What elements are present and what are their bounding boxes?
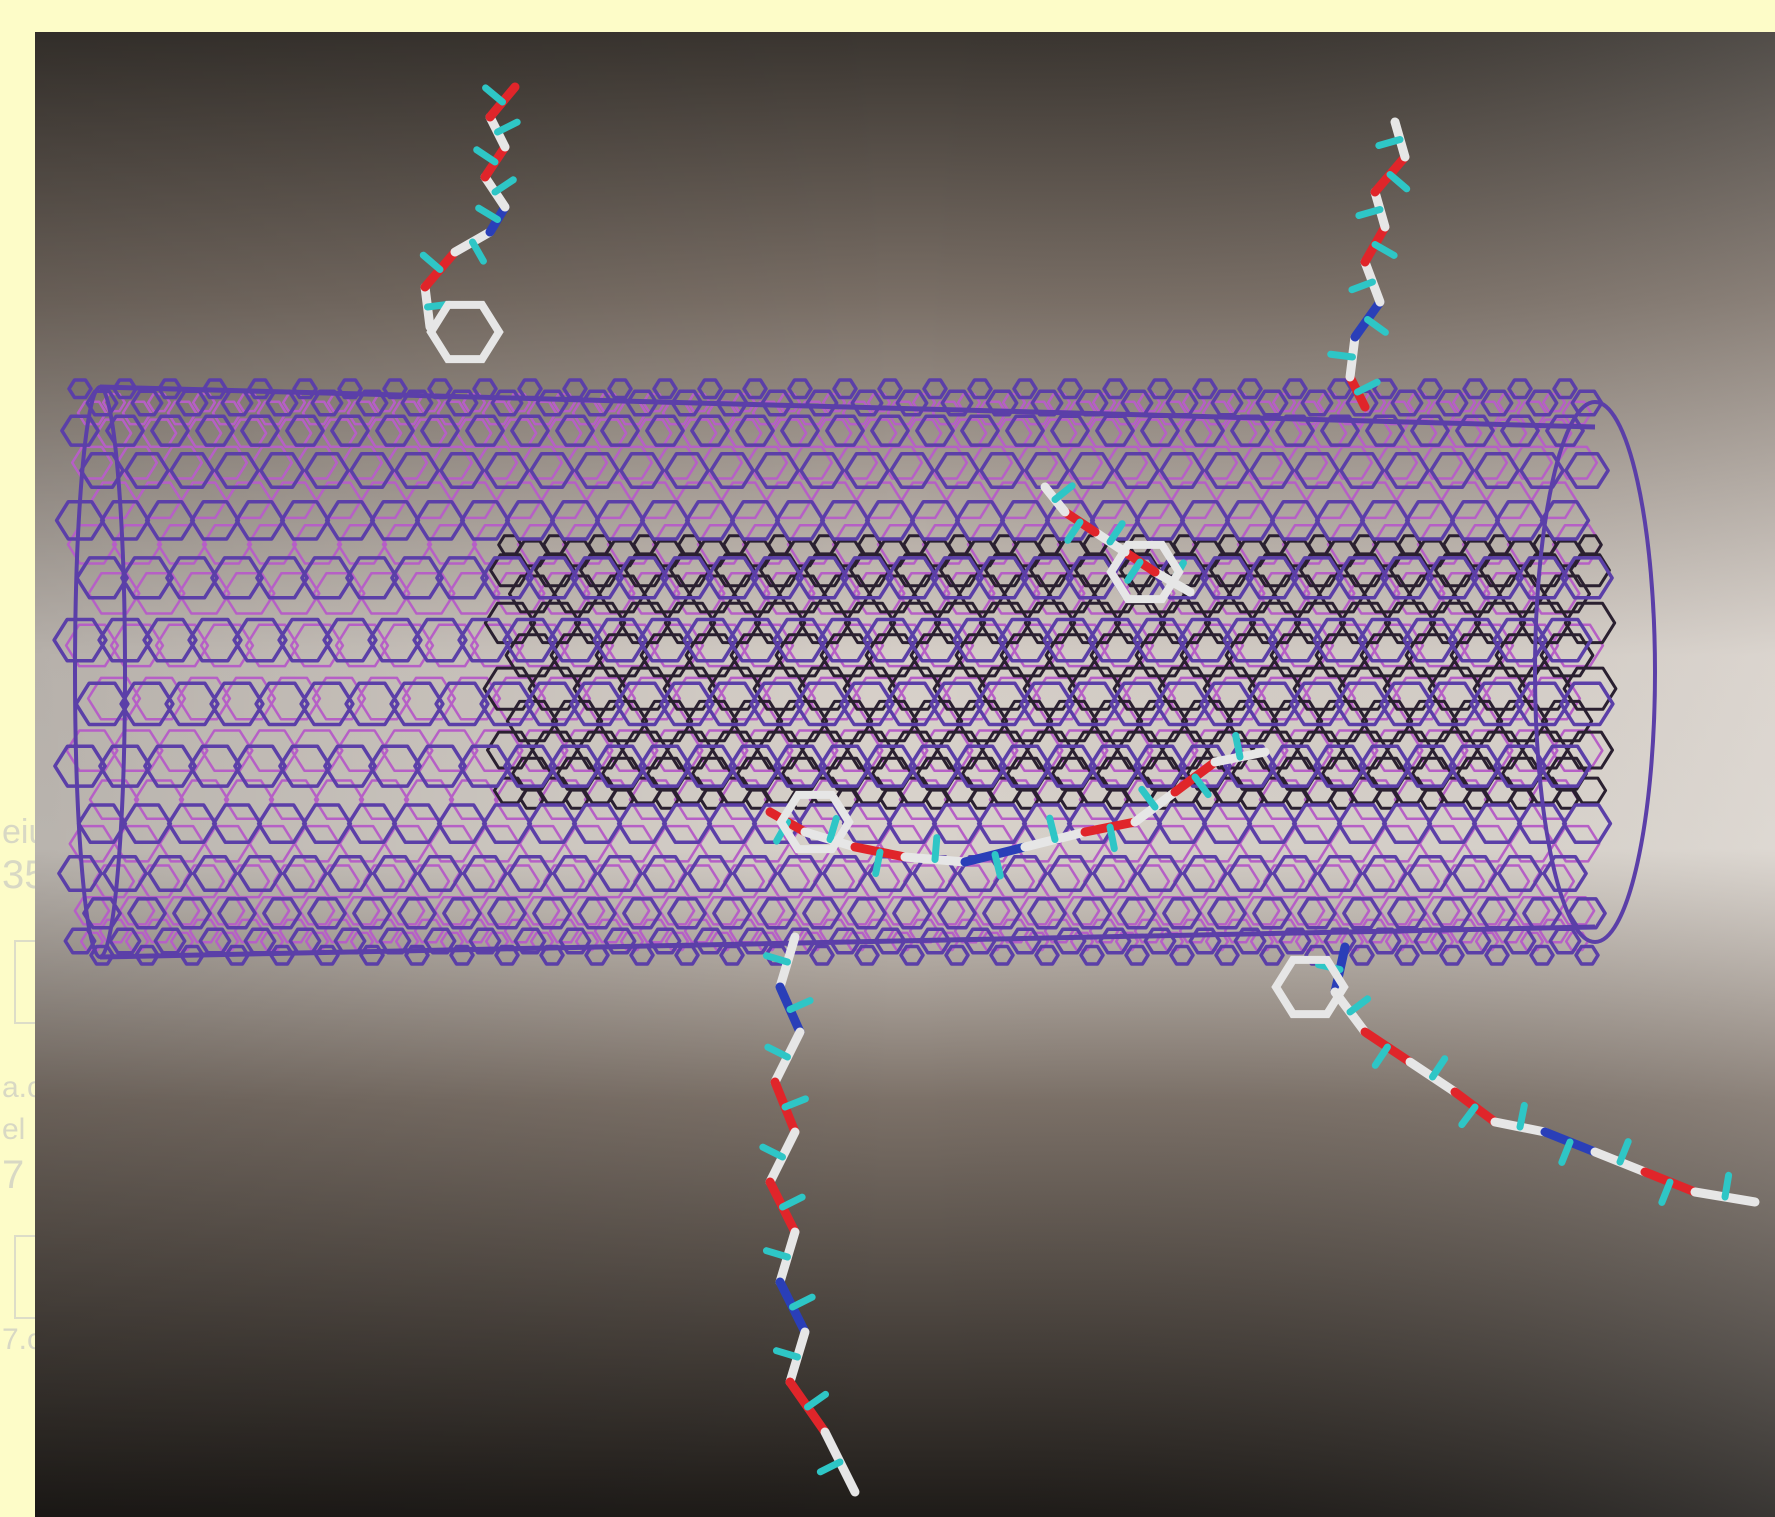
fragment-5: 7 bbox=[2, 1153, 25, 1197]
nanotube-front-lattice bbox=[52, 378, 1657, 966]
nanotube-scene bbox=[35, 32, 1775, 1517]
molecule-chain-1 bbox=[419, 82, 521, 332]
fragment-box-1 bbox=[14, 940, 40, 1024]
molecule-chain-3 bbox=[759, 932, 860, 1497]
nanotube-inner-lattice bbox=[482, 534, 1618, 810]
fragment-4: el bbox=[2, 1113, 26, 1146]
molecular-model-image bbox=[35, 32, 1775, 1517]
ring-4 bbox=[1106, 540, 1184, 604]
backdrop-side-light bbox=[35, 32, 1775, 1517]
molecule-chain-2 bbox=[1327, 117, 1411, 412]
ring-2 bbox=[1271, 955, 1349, 1019]
molecule-chain-6 bbox=[765, 731, 1270, 880]
ring-3 bbox=[776, 790, 854, 854]
molecule-chain-5 bbox=[1040, 482, 1195, 597]
partial-text-fragments: eiu 35 a.c el 7 7.c bbox=[0, 815, 47, 1355]
ring-1 bbox=[426, 300, 504, 364]
attached-molecules bbox=[419, 82, 1760, 1497]
molecule-chain-4 bbox=[1315, 942, 1760, 1207]
fragment-box-2 bbox=[14, 1235, 40, 1319]
